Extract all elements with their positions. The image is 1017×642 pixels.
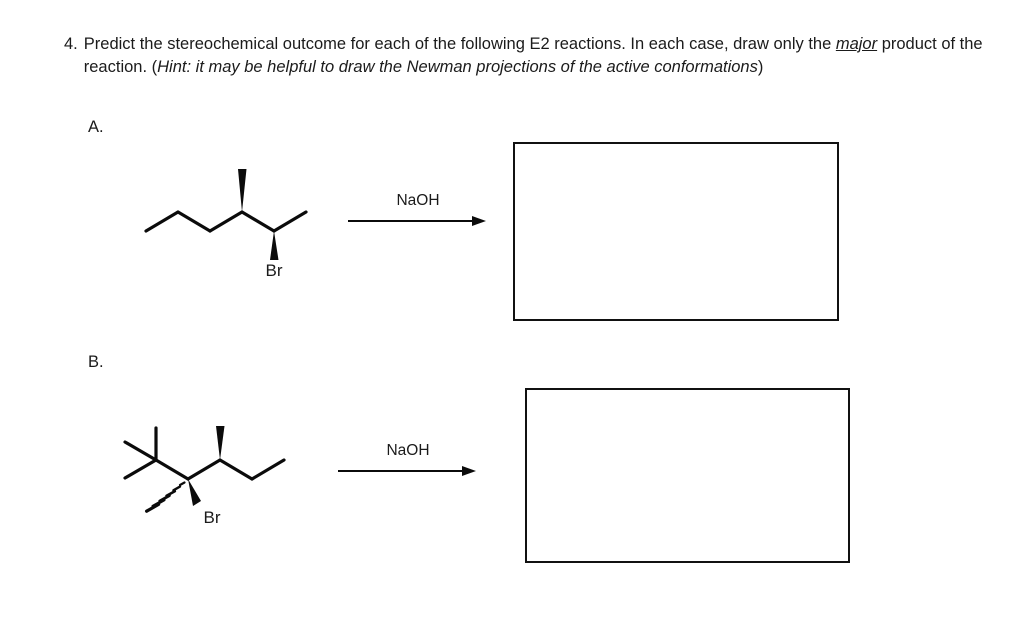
- arrow-head-icon: [472, 216, 486, 226]
- structure-b-drawing: Br: [123, 426, 286, 527]
- solid-wedge-methyl-up: [216, 426, 225, 460]
- reaction-arrow-a: [348, 215, 486, 227]
- bond-tbu-methyl-lower-left: [123, 458, 158, 480]
- arrow-shaft: [348, 220, 474, 223]
- bond-c3-c4: [208, 210, 244, 233]
- solid-wedge-methyl-up: [238, 169, 247, 212]
- reaction-arrow-group-b: NaOH: [338, 442, 478, 477]
- reagent-label-b: NaOH: [386, 442, 430, 459]
- question-text-mid: product of the reaction. (: [83, 35, 983, 76]
- solid-wedge-bromine-down: [270, 231, 279, 260]
- reaction-arrow-group-a: NaOH: [348, 192, 488, 227]
- question-number: 4.: [64, 35, 78, 53]
- atom-label-br: Br: [204, 508, 221, 527]
- reagent-label-a: NaOH: [396, 192, 440, 209]
- question-hint: Hint: it may be helpful to draw the Newm…: [157, 58, 758, 76]
- bond-c4-to-ch2: [218, 458, 254, 481]
- answer-box-b[interactable]: [525, 388, 850, 563]
- bond-c4-c5: [240, 210, 276, 233]
- question-text-lead: Predict the stereochemical outcome for e…: [83, 35, 836, 53]
- bond-c5-c6: [272, 210, 308, 233]
- bond-stereocenter-to-c4: [186, 458, 222, 481]
- bond-ch2-to-ch3: [250, 458, 286, 481]
- bond-c2-c3: [176, 210, 212, 233]
- question-text: Predict the stereochemical outcome for e…: [84, 33, 994, 79]
- structure-a-drawing: Br: [144, 169, 308, 278]
- atom-label-br: Br: [266, 261, 283, 278]
- arrow-shaft: [338, 470, 464, 473]
- bond-tbu-to-stereocenter: [154, 458, 190, 481]
- part-b-label: B.: [88, 353, 104, 371]
- question-prompt: 4. Predict the stereochemical outcome fo…: [64, 33, 994, 79]
- hashed-wedge-methyl-down-left: [144, 481, 186, 513]
- part-a-label: A.: [88, 118, 104, 136]
- solid-wedge-bromine-down-right: [188, 479, 201, 506]
- answer-box-a[interactable]: [513, 142, 839, 321]
- reaction-arrow-b: [338, 465, 476, 477]
- arrow-head-icon: [462, 466, 476, 476]
- bond-c1-c2: [144, 210, 180, 233]
- bond-tbu-methyl-upper-left: [123, 440, 158, 462]
- question-text-tail: ): [757, 58, 764, 76]
- emphasis-major: major: [835, 35, 878, 53]
